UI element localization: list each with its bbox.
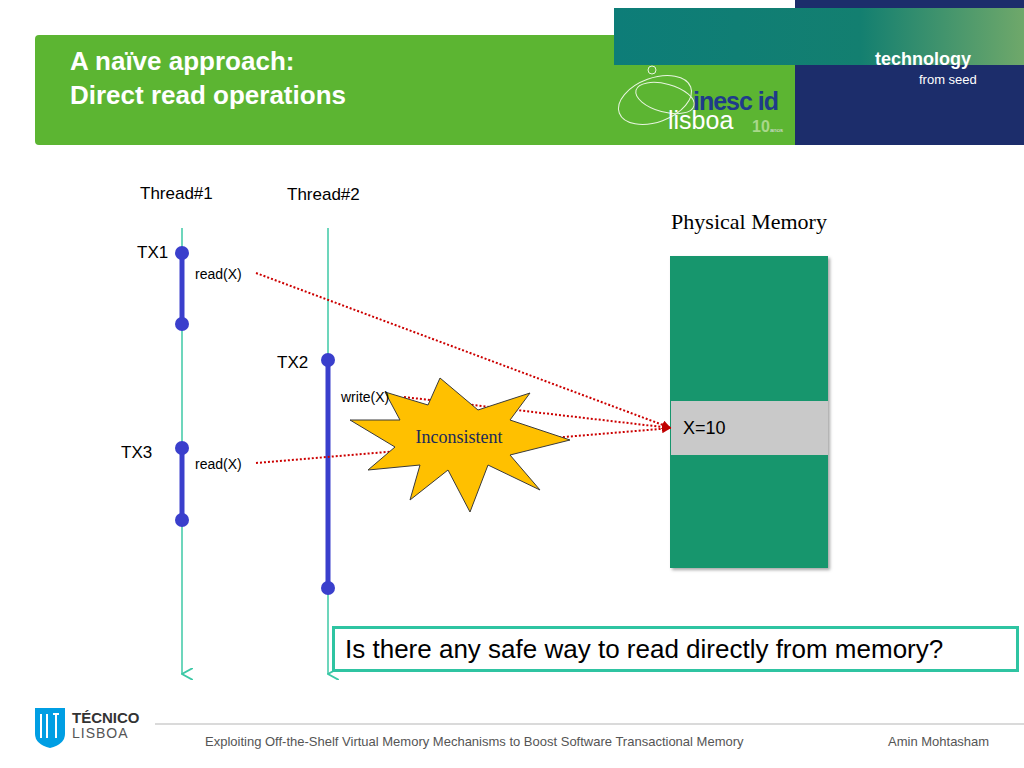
logo-text: anos [770,127,783,133]
node-text: TX2 [277,353,308,373]
university-name: TÉCNICO [72,709,140,726]
logo-number: 10 [752,118,770,136]
transaction-line [180,448,185,520]
footer-title: Exploiting Off-the-Shelf Virtual Memory … [205,734,744,749]
node-text: Physical Memory [650,205,848,239]
logo-dot [648,66,656,74]
thread-timeline [327,228,329,674]
transaction-end [175,317,189,331]
thread-label: Thread#1 [140,184,213,204]
university-name: LISBOA [72,725,129,741]
slogan-word: technology [875,49,971,70]
slogan-word: from seed [919,72,977,87]
node-text: Inconsistent [348,426,570,448]
transaction-start [321,353,335,367]
node-text: TX1 [137,243,168,263]
shield-mark [41,714,59,738]
logo-text: lisboa [668,106,733,135]
transaction-bar: TX3 [115,438,256,530]
node-text: X=10 [683,401,726,455]
university-shield [35,708,65,748]
memory-cell: X=10 [671,401,828,455]
transaction-start [175,246,189,260]
transaction-bar: TX2 [272,350,404,598]
node-text: TX3 [121,443,152,463]
slide-title: A naïve approach: Direct read operations [70,44,365,112]
operation-label: read(X) [195,266,242,282]
node-text: Is there any safe way to read directly f… [345,629,943,669]
operation-label: write(X) [341,389,389,405]
operation-label: read(X) [195,456,242,472]
transaction-line [180,253,185,324]
transaction-span [272,350,404,598]
transaction-bar: TX1 [128,243,256,335]
memory-block: X=10 Physical Memory [650,205,848,571]
footer-author: Amin Mohtasham [888,734,989,749]
footer-rule [155,724,1024,725]
question-box: Is there any safe way to read directly f… [332,626,1019,672]
transaction-end [321,581,335,595]
thread-label: Thread#2 [287,185,360,205]
transaction-line [326,360,331,588]
transaction-end [175,513,189,527]
transaction-start [175,441,189,455]
